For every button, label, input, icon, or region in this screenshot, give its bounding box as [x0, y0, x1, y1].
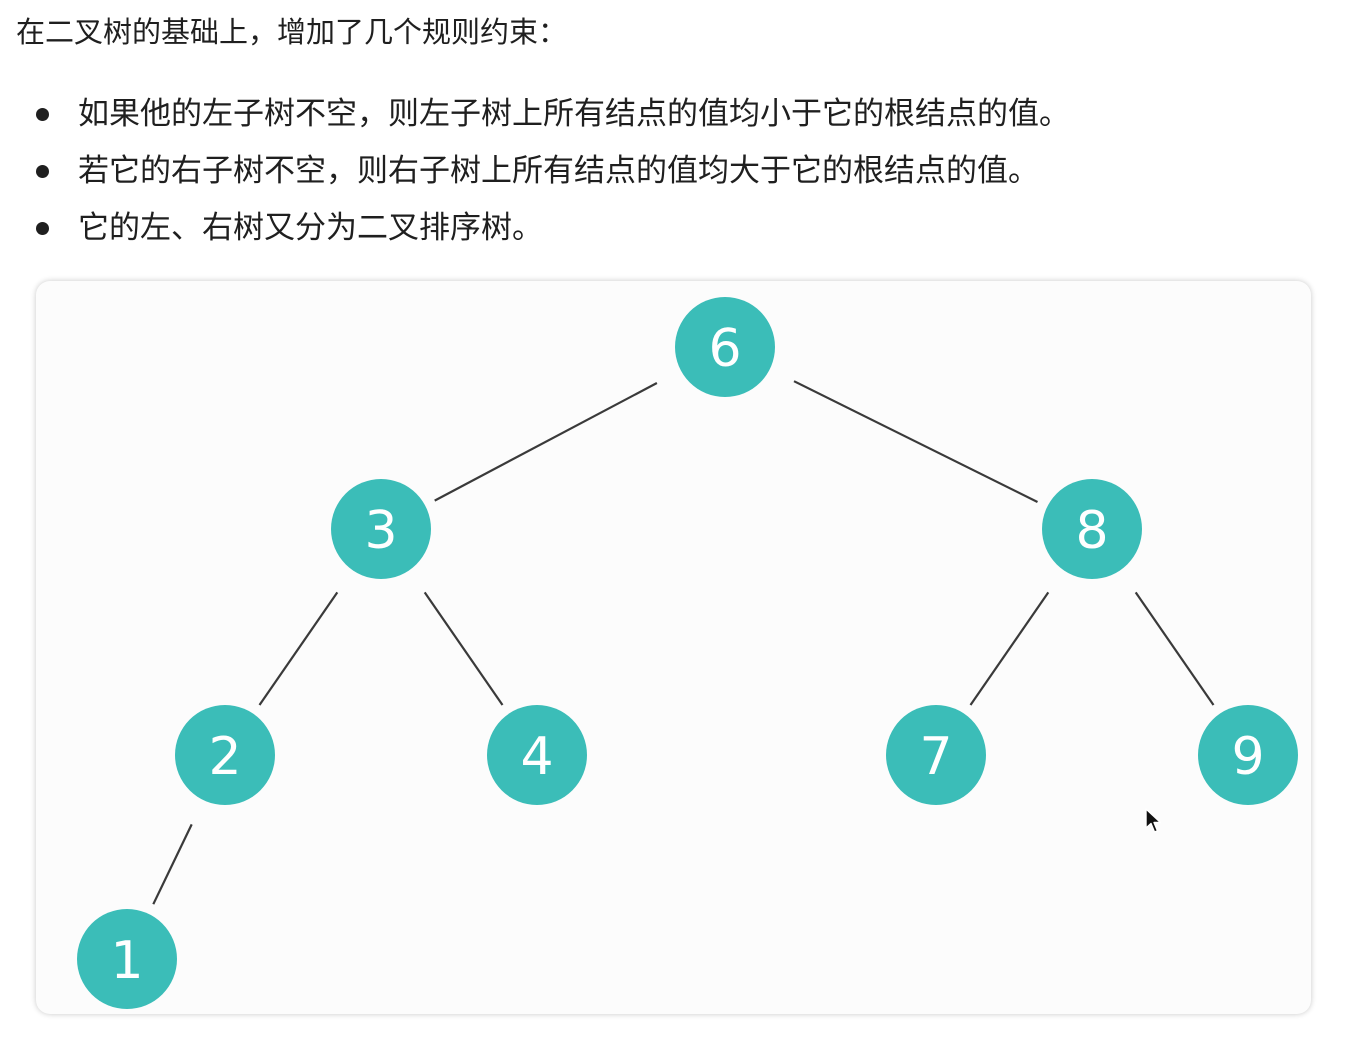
tree-node-8: 8 [1042, 479, 1142, 579]
bullet-icon [36, 108, 49, 121]
node-label: 7 [919, 727, 952, 787]
tree-node-6: 6 [675, 297, 775, 397]
rule-text: 如果他的左子树不空，则左子树上所有结点的值均小于它的根结点的值。 [78, 96, 1070, 132]
node-label: 8 [1075, 501, 1108, 561]
node-label: 4 [520, 727, 553, 787]
rules-list: 如果他的左子树不空，则左子树上所有结点的值均小于它的根结点的值。 若它的右子树不… [0, 86, 1070, 257]
nodes-layer: 6 3 8 2 4 7 9 1 [77, 297, 1298, 1009]
node-circle [487, 705, 587, 805]
node-circle [1042, 479, 1142, 579]
tree-node-1: 1 [77, 909, 177, 1009]
rule-item: 它的左、右树又分为二叉排序树。 [0, 200, 1070, 257]
mouse-cursor-icon [1145, 808, 1162, 833]
node-label: 1 [110, 931, 143, 991]
edges-layer [152, 380, 1215, 905]
tree-node-4: 4 [487, 705, 587, 805]
node-label: 6 [708, 319, 741, 379]
edge-n6-n8 [793, 380, 1038, 503]
tree-node-7: 7 [886, 705, 986, 805]
node-circle [675, 297, 775, 397]
tree-node-2: 2 [175, 705, 275, 805]
tree-diagram-card: 6 3 8 2 4 7 9 1 [36, 281, 1311, 1014]
edge-n8-n9 [1134, 591, 1215, 706]
rule-text: 若它的右子树不空，则右子树上所有结点的值均大于它的根结点的值。 [78, 153, 1039, 189]
node-circle [886, 705, 986, 805]
node-circle [175, 705, 275, 805]
node-circle [331, 479, 431, 579]
edge-n3-n4 [423, 591, 504, 706]
node-label: 3 [364, 501, 397, 561]
rule-item: 如果他的左子树不空，则左子树上所有结点的值均小于它的根结点的值。 [0, 86, 1070, 143]
edge-n8-n7 [969, 591, 1050, 706]
binary-search-tree-diagram: 6 3 8 2 4 7 9 1 [77, 297, 1298, 1009]
node-circle [1198, 705, 1298, 805]
rule-item: 若它的右子树不空，则右子树上所有结点的值均大于它的根结点的值。 [0, 143, 1070, 200]
rule-text: 它的左、右树又分为二叉排序树。 [78, 210, 543, 246]
node-circle [77, 909, 177, 1009]
edge-n3-n2 [258, 591, 339, 706]
edge-n2-n1 [152, 823, 193, 905]
tree-node-9: 9 [1198, 705, 1298, 805]
bullet-icon [36, 222, 49, 235]
edge-n6-n3 [434, 382, 658, 502]
intro-text: 在二叉树的基础上，增加了几个规则约束： [16, 15, 568, 49]
node-label: 9 [1231, 727, 1264, 787]
node-label: 2 [208, 727, 241, 787]
tree-node-3: 3 [331, 479, 431, 579]
bullet-icon [36, 165, 49, 178]
